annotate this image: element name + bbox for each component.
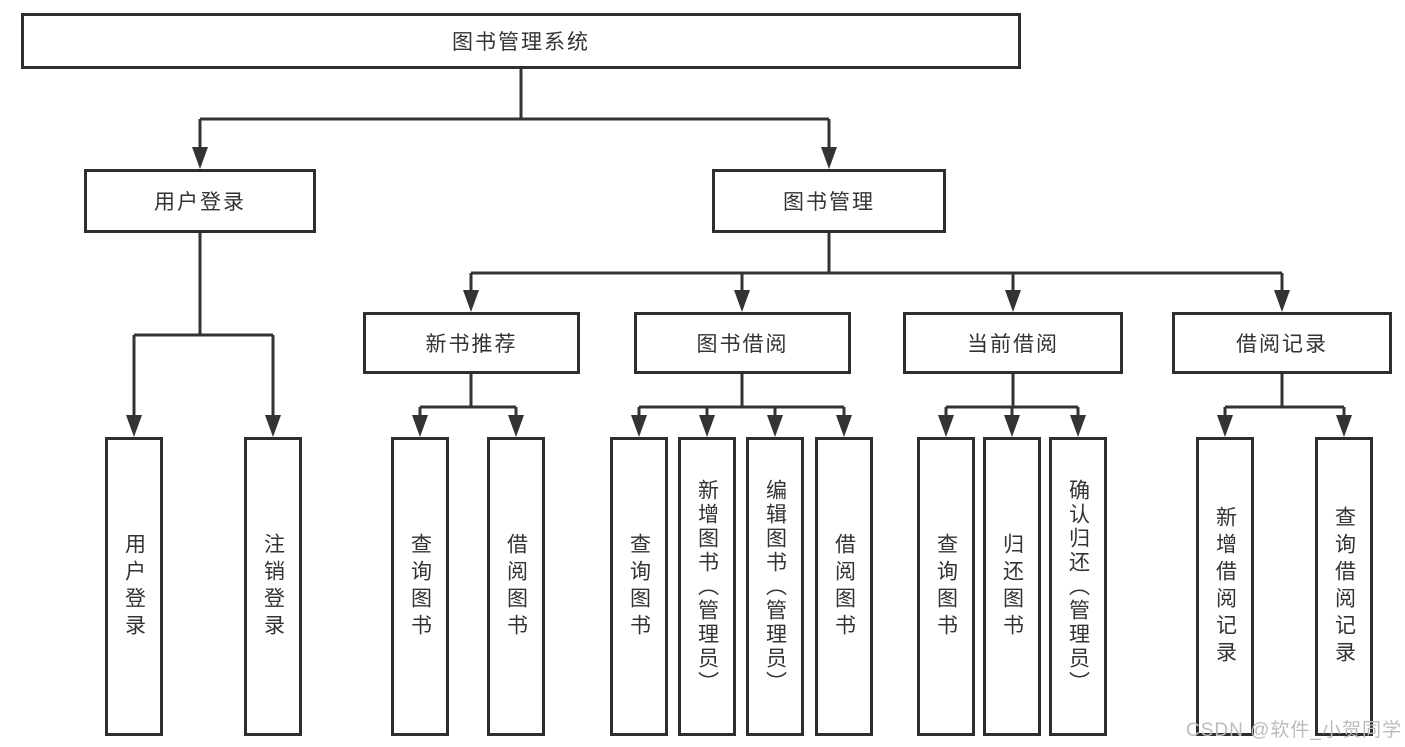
leaf-cb-query-books-label: 查询图书 (934, 532, 958, 641)
csdn-watermark: CSDN @软件_小贺同学 (1186, 720, 1402, 741)
leaf-nb-query-books-label: 查询图书 (408, 532, 432, 641)
node-new-book-rec: 新书推荐 (363, 312, 580, 374)
leaf-logout: 注销登录 (244, 437, 302, 736)
leaf-nb-query-books: 查询图书 (391, 437, 449, 736)
leaf-cb-return-books-label: 归还图书 (1000, 532, 1024, 641)
leaf-br-query-record: 查询借阅记录 (1315, 437, 1373, 736)
leaf-cb-confirm-return-admin: 确认归还（管理员） (1049, 437, 1107, 736)
leaf-bb-query-books: 查询图书 (610, 437, 668, 736)
leaf-br-query-record-label: 查询借阅记录 (1332, 505, 1356, 668)
node-current-borrowing: 当前借阅 (903, 312, 1123, 374)
leaf-bb-borrow-books-label: 借阅图书 (832, 532, 856, 641)
leaf-bb-borrow-books: 借阅图书 (815, 437, 873, 736)
node-current-borrowing-label: 当前借阅 (967, 333, 1059, 356)
leaf-bb-edit-books-admin: 编辑图书（管理员） (746, 437, 804, 736)
leaf-br-add-record-label: 新增借阅记录 (1213, 505, 1237, 668)
leaf-nb-borrow-books-label: 借阅图书 (504, 532, 528, 641)
leaf-nb-borrow-books: 借阅图书 (487, 437, 545, 736)
leaf-cb-query-books: 查询图书 (917, 437, 975, 736)
leaf-user-login-label: 用户登录 (122, 532, 146, 641)
leaf-logout-label: 注销登录 (261, 532, 285, 641)
leaf-user-login: 用户登录 (105, 437, 163, 736)
leaf-bb-add-books-admin: 新增图书（管理员） (678, 437, 736, 736)
arrowheads (126, 147, 1352, 437)
leaf-cb-return-books: 归还图书 (983, 437, 1041, 736)
leaf-bb-query-books-label: 查询图书 (627, 532, 651, 641)
node-new-book-rec-label: 新书推荐 (425, 333, 518, 356)
leaf-bb-add-books-admin-label: 新增图书（管理员） (695, 478, 719, 695)
leaf-bb-edit-books-admin-label: 编辑图书（管理员） (763, 478, 787, 695)
node-book-management: 图书管理 (712, 169, 946, 233)
node-book-management-label: 图书管理 (783, 191, 875, 214)
leaf-br-add-record: 新增借阅记录 (1196, 437, 1254, 736)
node-borrowing-records-label: 借阅记录 (1236, 333, 1328, 356)
node-book-borrowing-label: 图书借阅 (696, 333, 789, 356)
node-user-login: 用户登录 (84, 169, 316, 233)
node-borrowing-records: 借阅记录 (1172, 312, 1392, 374)
node-root: 图书管理系统 (21, 13, 1021, 69)
node-user-login-label: 用户登录 (154, 191, 246, 214)
node-root-label: 图书管理系统 (452, 31, 590, 54)
leaf-cb-confirm-return-admin-label: 确认归还（管理员） (1066, 478, 1090, 695)
node-book-borrowing: 图书借阅 (634, 312, 851, 374)
